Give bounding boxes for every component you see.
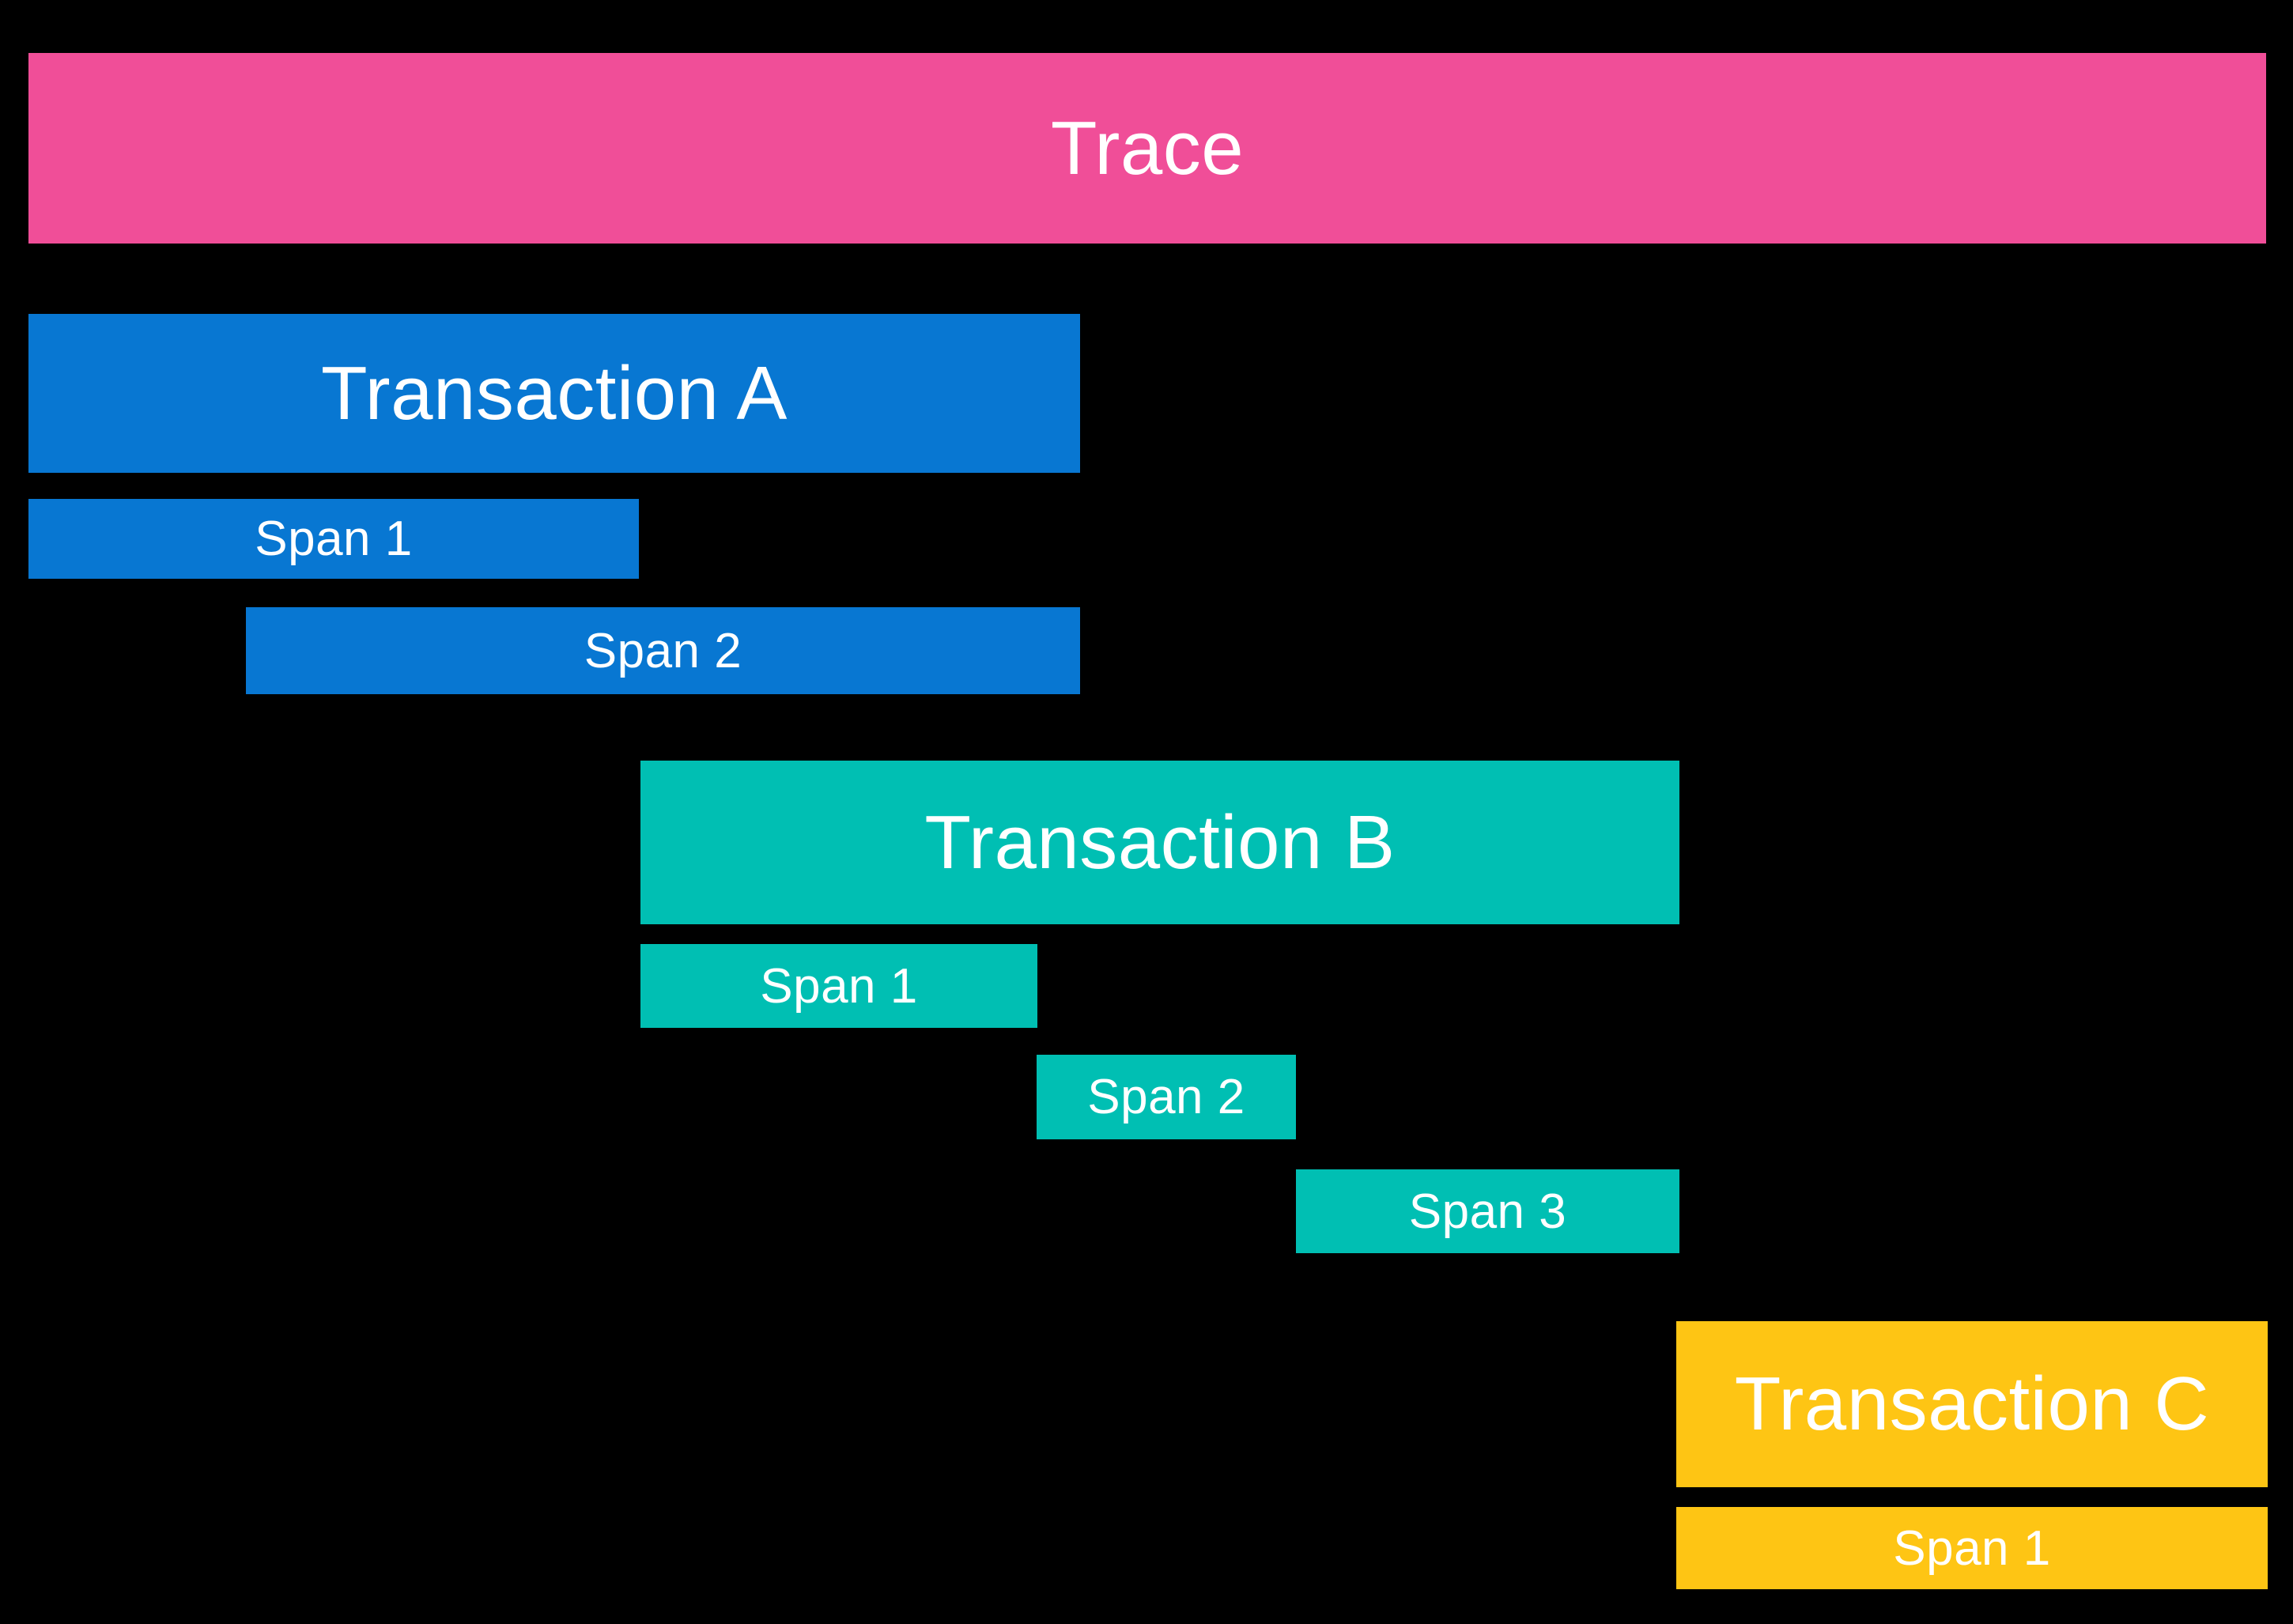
transaction-c-bar: Transaction C [1676,1321,2268,1487]
transaction-a-span-2-label: Span 2 [584,623,742,678]
transaction-b-span-3-label: Span 3 [1408,1184,1567,1239]
transaction-b-span-1-bar: Span 1 [640,944,1037,1028]
transaction-a-span-1-bar: Span 1 [28,499,639,579]
transaction-c-span-1-bar: Span 1 [1676,1507,2268,1589]
transaction-a-label: Transaction A [321,350,788,436]
transaction-c-label: Transaction C [1734,1362,2210,1446]
transaction-a-span-1-label: Span 1 [255,512,413,566]
transaction-b-span-1-label: Span 1 [760,958,918,1014]
trace-bar: Trace [28,53,2266,244]
transaction-a-bar: Transaction A [28,314,1080,473]
transaction-b-label: Transaction B [924,799,1396,885]
transaction-a-span-2-bar: Span 2 [246,607,1080,694]
transaction-c-span-1-label: Span 1 [1893,1520,2051,1576]
trace-label: Trace [1050,105,1245,191]
transaction-b-bar: Transaction B [640,761,1679,924]
transaction-b-span-3-bar: Span 3 [1296,1169,1679,1253]
transaction-b-span-2-bar: Span 2 [1037,1055,1296,1139]
transaction-b-span-2-label: Span 2 [1087,1070,1245,1124]
